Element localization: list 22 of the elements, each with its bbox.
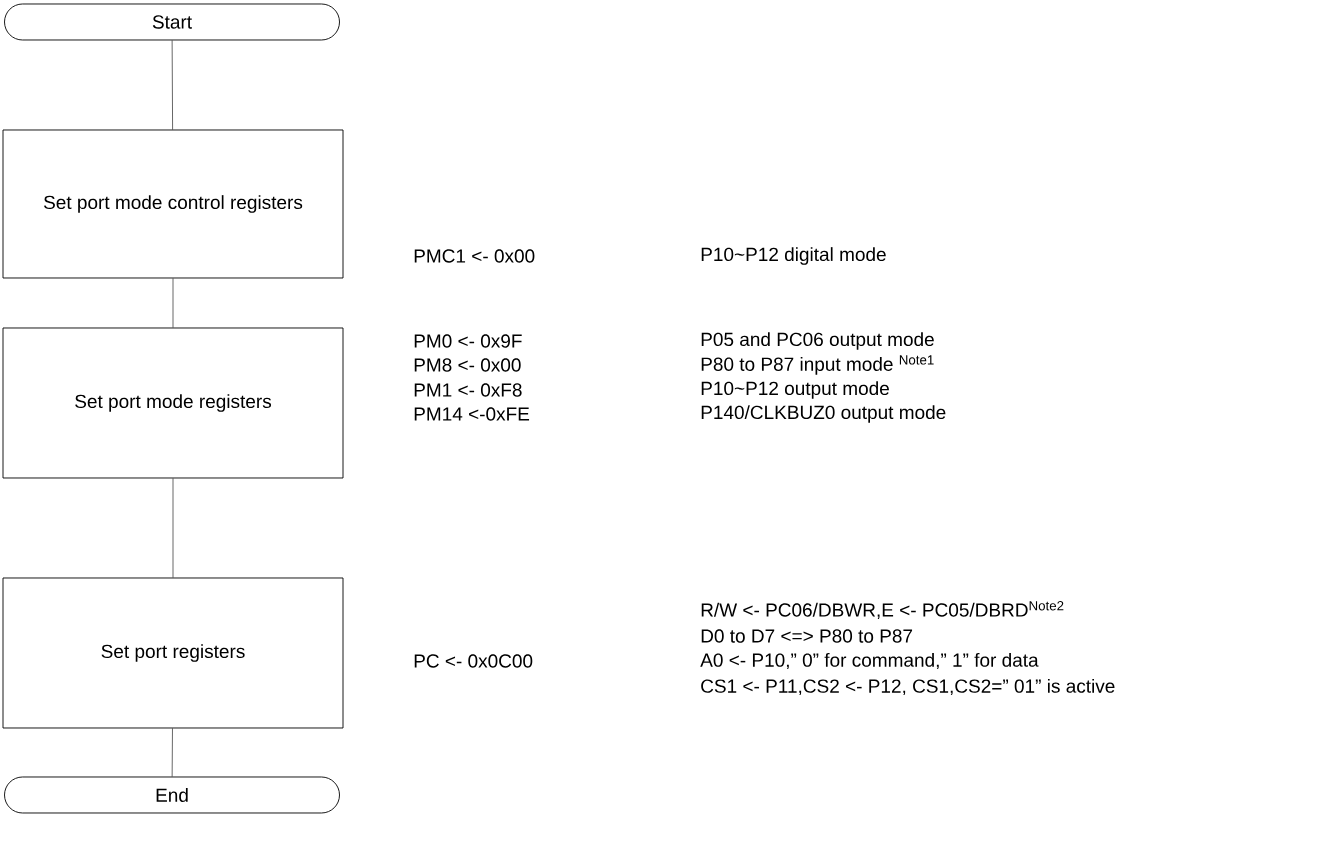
process-box: Set port mode registers — [2, 327, 344, 479]
register-note: PM14 <-0xFE — [414, 407, 530, 421]
register-note: PM0 <- 0x9F — [414, 334, 522, 348]
register-note: PMC1 <- 0x00 — [414, 249, 535, 263]
register-note: PC <- 0x0C00 — [414, 654, 533, 668]
register-note: CS1 <- P11,CS2 <- P12, CS1,CS2=” 01” is active — [701, 678, 1115, 696]
process-box: Set port registers — [2, 577, 344, 729]
connector-line — [172, 478, 174, 578]
register-note: P10~P12 digital mode — [701, 247, 886, 265]
connector-line — [171, 40, 173, 130]
process-box: Set port mode control registers — [2, 129, 344, 279]
register-note: D0 to D7 <=> P80 to P87 — [701, 629, 913, 643]
register-note: R/W <- PC06/DBWR,E <- PC05/DBRD$^{Note2}$ — [701, 601, 1064, 619]
connector-line — [171, 728, 173, 777]
register-note: P80 to P87 input mode $^{Note1}$ — [701, 355, 934, 375]
register-note: P140/CLKBUZ0 output mode — [701, 405, 946, 423]
register-note: P10~P12 output mode — [701, 381, 889, 399]
register-note: A0 <- P10,” 0” for command,” 1” for data — [700, 652, 1039, 670]
register-note: PM8 <- 0x00 — [414, 358, 521, 372]
register-note: PM1 <- 0xF8 — [414, 383, 522, 397]
connector-line — [172, 278, 174, 328]
register-note: P05 and PC06 output mode — [701, 332, 934, 350]
